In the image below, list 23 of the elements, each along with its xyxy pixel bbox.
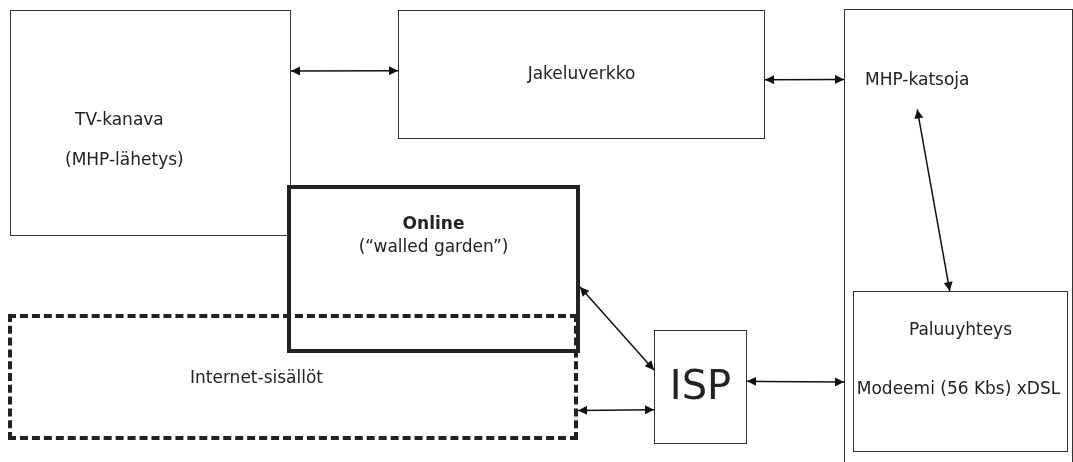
arrow — [579, 286, 655, 371]
node-label: Online — [401, 213, 466, 234]
node-label: Internet-sisällöt — [190, 367, 323, 388]
node-label: (“walled garden”) — [357, 236, 510, 257]
process-box — [654, 330, 747, 444]
process-box — [8, 314, 578, 440]
process-box — [287, 185, 580, 353]
node-label: Paluuyhteys — [907, 319, 1014, 340]
arrow — [290, 66, 399, 76]
arrow — [746, 376, 845, 387]
arrow — [764, 74, 845, 85]
node-label: (MHP-lähetys) — [65, 149, 184, 170]
process-box — [398, 10, 765, 139]
node-label: Jakeluverkko — [526, 63, 637, 84]
node-label: Modeemi (56 Kbs) xDSL — [855, 378, 1062, 399]
node-label: ISP — [668, 361, 733, 409]
node-label: TV-kanava — [75, 109, 164, 130]
container-box — [844, 9, 1073, 462]
node-label: MHP-katsoja — [865, 69, 970, 90]
arrow — [914, 108, 953, 292]
process-box — [853, 291, 1068, 452]
process-box — [10, 10, 291, 236]
arrow — [577, 405, 655, 415]
